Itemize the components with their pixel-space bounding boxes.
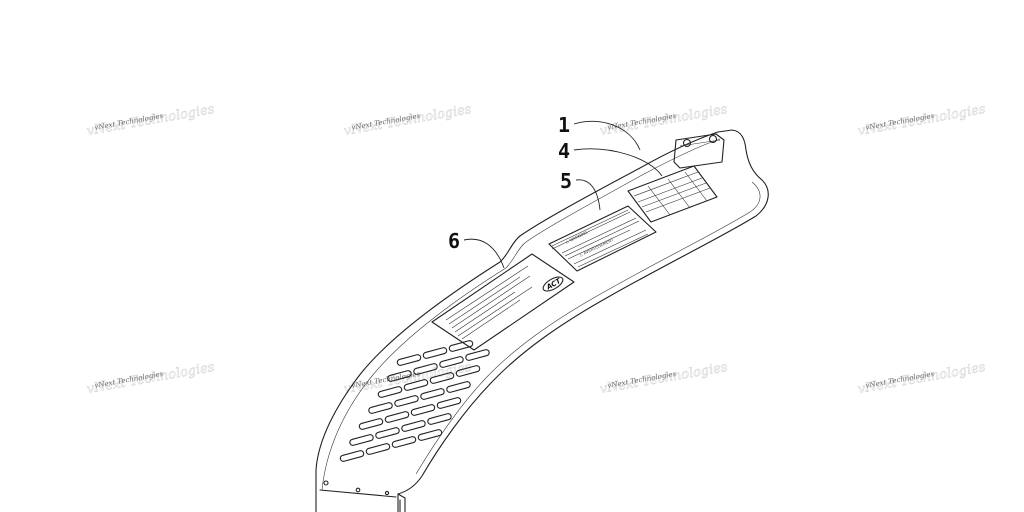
leader-5	[575, 179, 601, 211]
vent-slot	[387, 370, 412, 382]
vent-slot	[465, 349, 490, 361]
vent-slot	[436, 397, 462, 409]
decal-6: ACT	[431, 253, 575, 351]
vent-slot	[446, 381, 471, 393]
panel-flange	[321, 138, 761, 491]
vent-slots	[339, 340, 490, 462]
seat-panel	[315, 129, 769, 512]
decal-warning: ⚠ WARNING ⚠ AVERTISSEMENT	[548, 205, 657, 272]
vent-slot	[375, 427, 400, 439]
callout-4: 4	[558, 139, 570, 163]
mount-hole-left	[323, 480, 329, 486]
mount-hole-right	[384, 490, 390, 496]
watermark-4: vNext Technologies vNext Technologies	[856, 102, 987, 140]
watermark-group: vNext Technologies vNext Technologies vN…	[85, 102, 987, 398]
vent-slot	[391, 436, 417, 448]
panel-bottom-edge	[319, 489, 406, 512]
vent-slot	[394, 395, 419, 407]
watermark-3: vNext Technologies vNext Technologies	[598, 102, 729, 140]
vent-slot	[410, 404, 436, 416]
vent-slot	[429, 372, 455, 384]
callouts: 1 4 5 6	[448, 113, 663, 269]
leader-6	[463, 238, 505, 269]
callout-5: 5	[560, 169, 572, 193]
mount-hole-mid	[355, 487, 361, 493]
latch-bracket	[673, 133, 725, 169]
vent-slot	[368, 402, 393, 414]
callout-6: 6	[448, 229, 460, 253]
leader-1	[573, 120, 641, 151]
svg-text:⚠ WARNING: ⚠ WARNING	[564, 230, 588, 245]
leader-4	[573, 148, 663, 177]
vent-slot	[358, 418, 384, 430]
vent-slot	[349, 434, 374, 446]
vent-slot	[384, 411, 410, 423]
vent-slot	[422, 347, 448, 359]
vent-slot	[448, 340, 474, 352]
watermark-5: vNext Technologies vNext Technologies	[85, 360, 216, 398]
watermark-2: vNext Technologies vNext Technologies	[342, 102, 473, 140]
vent-slot	[455, 365, 481, 377]
vent-slot	[427, 413, 452, 425]
decal-1	[627, 165, 718, 223]
watermark-1: vNext Technologies vNext Technologies	[85, 102, 216, 140]
vent-slot	[365, 443, 391, 455]
vent-slot	[413, 363, 438, 375]
vent-slot	[417, 429, 443, 441]
vent-slot	[420, 388, 445, 400]
watermark-7: vNext Technologies vNext Technologies	[598, 360, 729, 398]
watermark-8: vNext Technologies vNext Technologies	[856, 360, 987, 398]
callout-1: 1	[558, 113, 570, 137]
vent-slot	[403, 379, 429, 391]
vent-slot	[401, 420, 426, 432]
panel-outline	[315, 129, 769, 512]
vent-slot	[339, 450, 365, 462]
vent-slot	[396, 354, 422, 366]
vent-slot	[439, 356, 464, 368]
vent-slot	[377, 386, 403, 398]
